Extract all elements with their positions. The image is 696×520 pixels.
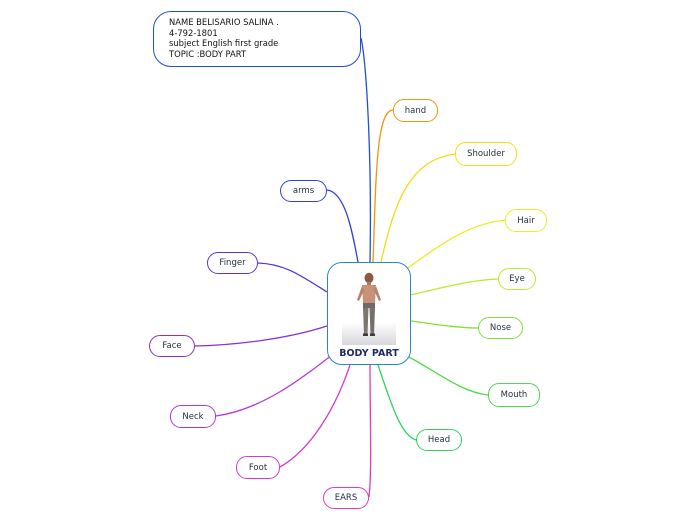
info-topic-line: TOPIC :BODY PART [169,49,360,60]
node-label: hand [405,106,426,116]
node-shoulder[interactable]: Shoulder [455,142,517,166]
node-label: EARS [335,493,358,503]
node-face[interactable]: Face [149,335,195,357]
node-ears[interactable]: EARS [323,487,369,509]
node-label: arms [293,186,314,196]
node-arms[interactable]: arms [280,180,327,202]
node-nose[interactable]: Nose [478,317,523,339]
node-label: Mouth [501,390,528,400]
info-name-line: NAME BELISARIO SALINA . [169,17,360,28]
node-label: Shoulder [467,149,505,159]
node-label: Foot [249,463,267,473]
person-photo [342,270,396,345]
node-foot[interactable]: Foot [236,456,280,479]
node-label: Finger [219,258,245,268]
central-topic-label: BODY PART [328,348,410,359]
node-mouth[interactable]: Mouth [488,383,540,407]
node-label: Hair [517,216,534,226]
node-label: Face [162,341,181,351]
info-subject-line: subject English first grade [169,38,360,49]
info-id-line: 4-792-1801 [169,28,360,39]
node-label: Eye [509,274,525,284]
node-finger[interactable]: Finger [207,252,258,274]
central-topic-node[interactable]: BODY PART [327,262,411,365]
node-neck[interactable]: Neck [170,405,216,428]
node-hand[interactable]: hand [393,99,438,122]
node-eye[interactable]: Eye [498,268,536,290]
info-box[interactable]: NAME BELISARIO SALINA . 4-792-1801 subje… [153,11,361,67]
node-hair[interactable]: Hair [505,209,547,232]
node-label: Nose [490,323,511,333]
node-head[interactable]: Head [416,429,462,451]
node-label: Head [428,435,450,445]
node-label: Neck [182,412,203,422]
